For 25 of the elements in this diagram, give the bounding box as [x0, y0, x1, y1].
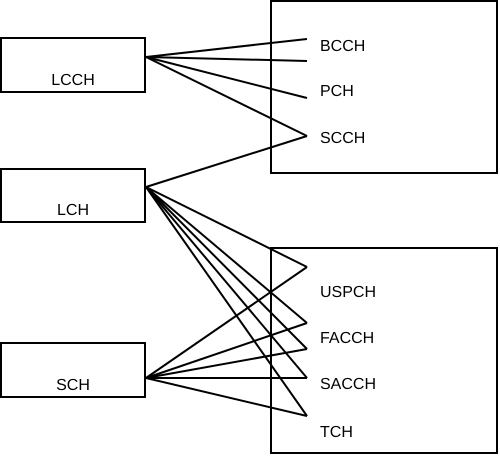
channel-label: SCCH	[320, 128, 370, 150]
channel-label: FACCH	[320, 328, 378, 350]
connector-line	[146, 56, 308, 137]
connector-line	[145, 266, 308, 379]
connector-line	[145, 186, 308, 379]
box-label: SCH	[56, 376, 90, 396]
channel-label: BCCH	[320, 36, 368, 58]
box-label: LCH	[56, 201, 89, 221]
connector-line	[146, 135, 308, 188]
group-box	[270, 247, 498, 454]
box-label: LCCH	[51, 71, 95, 91]
channel-label: PCH	[320, 81, 360, 103]
channel-box	[0, 168, 146, 223]
group-box	[270, 0, 498, 174]
channel-label: USPCH	[320, 282, 380, 304]
connector-line	[145, 186, 308, 417]
connector-line	[146, 56, 308, 99]
channel-box	[0, 37, 146, 93]
channel-label: SACCH	[320, 374, 380, 396]
connector-line	[146, 322, 308, 379]
channel-label: TCH	[320, 422, 360, 444]
channel-box	[0, 342, 146, 398]
connector-line	[146, 377, 308, 417]
connector-line	[146, 186, 308, 268]
connector-line	[146, 38, 308, 58]
